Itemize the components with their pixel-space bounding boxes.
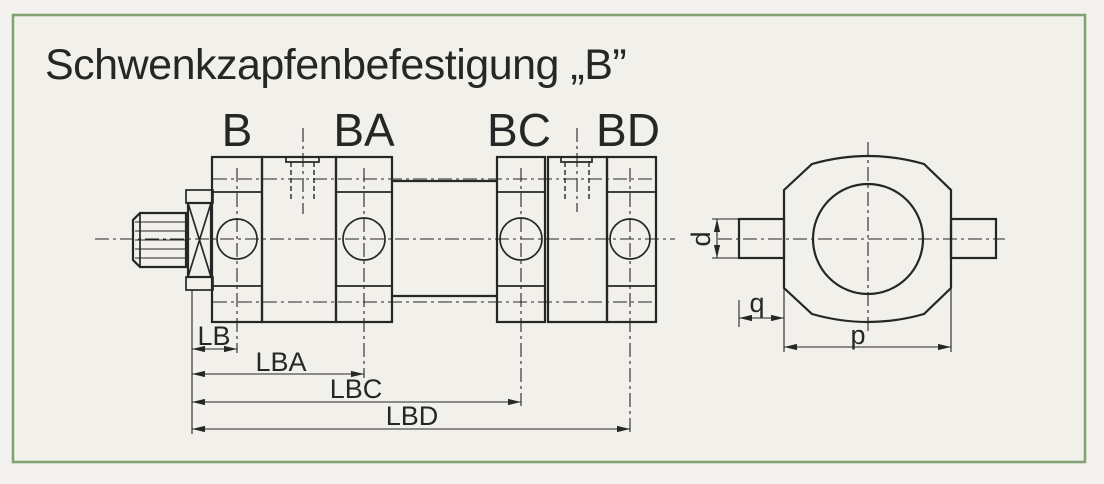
- drawing-text: Schwenkzapfenbefestigung „B” B BA BC BD …: [45, 41, 866, 431]
- cap-port-recess: [560, 157, 593, 163]
- trunnion-pin-bc: [499, 217, 543, 261]
- dim-label-q: q: [749, 288, 764, 318]
- dim-label-lbd: LBD: [386, 401, 439, 431]
- trunnion-block-ba: [334, 155, 394, 324]
- dim-label-lb: LB: [197, 321, 230, 351]
- dim-label-lba: LBA: [255, 347, 306, 377]
- label-b: B: [222, 104, 253, 156]
- cap-port-thread: [564, 162, 590, 201]
- cylinder-tube: [392, 179, 497, 298]
- frame-border: [11, 13, 1087, 464]
- trunnion-pin-ba: [342, 217, 386, 261]
- dim-label-d: d: [686, 231, 716, 246]
- cylinder-side-view: [210, 155, 658, 324]
- label-bc: BC: [487, 104, 551, 156]
- drawing-linework: [95, 128, 1005, 434]
- end-view-pin-left: [737, 217, 786, 260]
- dim-label-p: p: [850, 320, 865, 350]
- page-title: Schwenkzapfenbefestigung „B”: [45, 41, 626, 89]
- trunnion-block-bd: [605, 155, 658, 324]
- dim-label-lbc: LBC: [330, 374, 383, 404]
- end-view-bore: [811, 182, 925, 296]
- trunnion-block-bands: [212, 191, 656, 287]
- center-lines: [95, 128, 1005, 433]
- head-port-recess: [285, 157, 320, 163]
- dim-p-extensions: [783, 288, 952, 352]
- dimensioning: [191, 218, 952, 434]
- piston-rod-assembly: [131, 189, 214, 291]
- end-view-pin-right: [949, 217, 998, 260]
- rod-thread-lines: [135, 221, 185, 259]
- trunnion-pin-bd: [609, 218, 651, 260]
- head-port-thread: [290, 162, 315, 201]
- trunnion-block-bc: [495, 155, 547, 324]
- label-bd: BD: [596, 104, 660, 156]
- trunnion-pin-b: [216, 218, 258, 260]
- label-ba: BA: [333, 104, 395, 156]
- rod-nut-cross: [187, 202, 212, 278]
